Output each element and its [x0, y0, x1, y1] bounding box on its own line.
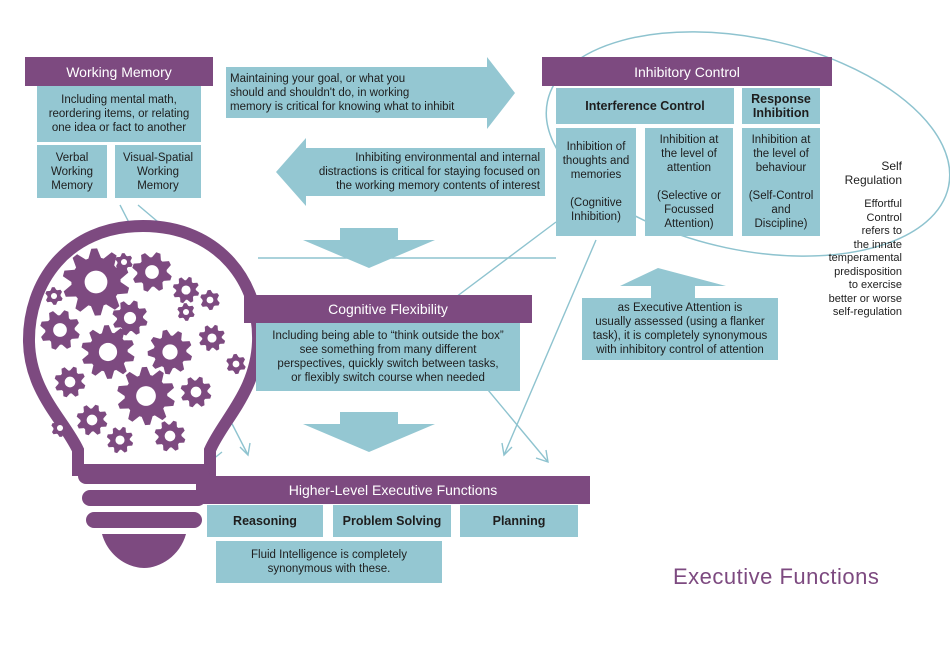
gear-hole: [64, 376, 76, 388]
fluid-intelligence-box: Fluid Intelligence is completely synonym…: [216, 541, 442, 583]
working-memory-header: Working Memory: [25, 57, 213, 86]
gear-hole: [86, 414, 98, 426]
page-title: Executive Functions: [673, 564, 880, 589]
gear-hole: [164, 430, 176, 442]
working-memory-description: Including mental math, reordering items,…: [37, 86, 201, 142]
flow-arrows: [226, 57, 726, 452]
gear-hole: [123, 311, 137, 325]
lightbulb-icon: [22, 219, 265, 568]
gear-hole: [145, 265, 159, 279]
gear-hole: [190, 386, 202, 398]
reasoning-box: Reasoning: [207, 505, 323, 537]
arrow-left-text: Inhibiting environmental and internal di…: [318, 152, 540, 192]
gear-hole: [56, 424, 64, 432]
visual-spatial-working-memory-box: Visual-Spatial Working Memory: [115, 145, 201, 198]
self-regulation-ellipse: [545, 31, 950, 257]
inhibitory-control-header: Inhibitory Control: [542, 57, 832, 86]
gear-hole: [115, 435, 125, 445]
cognitive-inhibition-box: Inhibition of thoughts and memories (Cog…: [556, 128, 636, 236]
arrow-right-text: Maintaining your goal, or what you shoul…: [230, 73, 455, 113]
gear-hole: [181, 285, 191, 295]
arrow-up-shape: [620, 268, 726, 300]
gear-hole: [232, 360, 240, 368]
selective-attention-box: Inhibition at the level of attention (Se…: [645, 128, 733, 236]
cognitive-flexibility-header: Cognitive Flexibility: [244, 295, 532, 323]
self-control-box: Inhibition at the level of behaviour (Se…: [742, 128, 820, 236]
executive-attention-box: as Executive Attention is usually assess…: [582, 298, 778, 360]
gear-hole: [206, 296, 214, 304]
planning-box: Planning: [460, 505, 578, 537]
gear-hole: [136, 386, 156, 406]
problem-solving-box: Problem Solving: [333, 505, 451, 537]
higher-level-functions-header: Higher-Level Executive Functions: [196, 476, 590, 504]
response-inhibition-box: Response Inhibition: [742, 88, 820, 124]
arrow-right-shape: [226, 57, 515, 129]
gear-hole: [162, 344, 178, 360]
self-regulation-title: Self Regulation: [844, 159, 902, 187]
arrow-down-1-shape: [303, 228, 435, 268]
verbal-working-memory-box: Verbal Working Memory: [37, 145, 107, 198]
cognitive-flexibility-description: Including being able to “think outside t…: [256, 323, 520, 391]
interference-control-box: Interference Control: [556, 88, 734, 124]
gear-hole: [120, 258, 128, 266]
gear-hole: [53, 323, 67, 337]
arrow-left-shape: [276, 138, 545, 206]
gears-icon: [40, 248, 246, 454]
gear-hole: [182, 308, 190, 316]
gear-hole: [84, 270, 108, 294]
self-regulation-text: Effortful Control refers to the innate t…: [828, 198, 902, 319]
gear-hole: [207, 333, 217, 343]
gear-hole: [50, 292, 58, 300]
arrow-down-2-shape: [303, 412, 435, 452]
gear-hole: [98, 342, 118, 362]
